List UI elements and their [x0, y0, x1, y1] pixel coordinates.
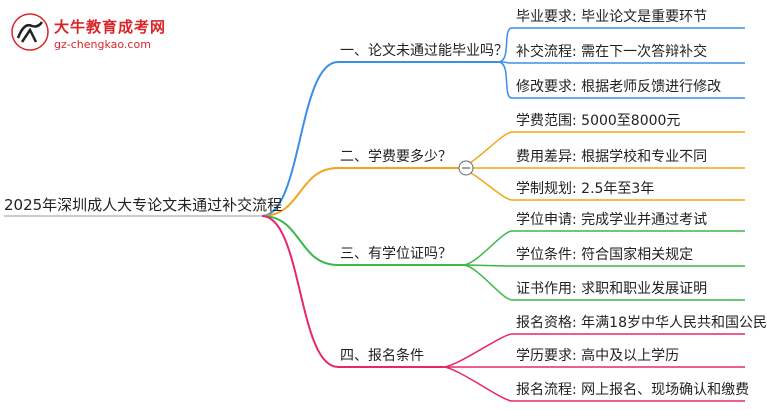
branch-topic: 二、学费要多少？: [340, 149, 452, 165]
root-topic: 2025年深圳成人大专论文未通过补交流程: [4, 196, 283, 214]
leaf-topic: 学制规划: 2.5年至3年: [516, 181, 655, 197]
leaf-connector: [462, 264, 513, 301]
branch-topic: 一、论文未通过能毕业吗？: [340, 43, 508, 59]
branch-connector: [261, 167, 339, 217]
branch-topic: 四、报名条件: [340, 348, 424, 364]
leaf-connector: [497, 61, 513, 99]
leaf-topic: 学历要求: 高中及以上学历: [516, 348, 680, 364]
leaf-topic: 学位条件: 符合国家相关规定: [516, 247, 694, 263]
branch-topic: 三、有学位证吗？: [340, 246, 452, 262]
leaf-connector: [462, 264, 513, 267]
collapse-toggle-icon[interactable]: [458, 160, 474, 176]
leaf-topic: 报名资格: 年满18岁中华人民共和国公民: [516, 315, 767, 331]
leaf-topic: 报名流程: 网上报名、现场确认和缴费: [516, 382, 750, 398]
leaf-connector: [442, 333, 513, 368]
leaf-connector: [442, 366, 513, 402]
branch-connector: [261, 215, 339, 266]
branch-connector: [261, 215, 339, 368]
leaf-topic: 费用差异: 根据学校和专业不同: [516, 149, 708, 165]
leaf-topic: 毕业要求: 毕业论文是重要环节: [516, 9, 708, 25]
leaf-connector: [497, 27, 513, 63]
logo-url: gz-chengkao.com: [54, 38, 151, 51]
leaf-topic: 学费范围: 5000至8000元: [516, 113, 681, 129]
mindmap-canvas: [4, 27, 745, 402]
logo-title: 大牛教育成考网: [54, 18, 167, 36]
branch-connector: [261, 61, 339, 217]
leaf-topic: 证书作用: 求职和职业发展证明: [516, 281, 708, 297]
leaf-topic: 学位申请: 完成学业并通过考试: [516, 212, 708, 228]
site-logo: 大牛教育成考网 gz-chengkao.com: [10, 10, 170, 54]
leaf-topic: 修改要求: 根据老师反馈进行修改: [516, 79, 722, 95]
logo-mark-icon: [11, 13, 49, 51]
leaf-topic: 补交流程: 需在下一次答辩补交: [516, 44, 708, 60]
leaf-connector: [462, 230, 513, 266]
